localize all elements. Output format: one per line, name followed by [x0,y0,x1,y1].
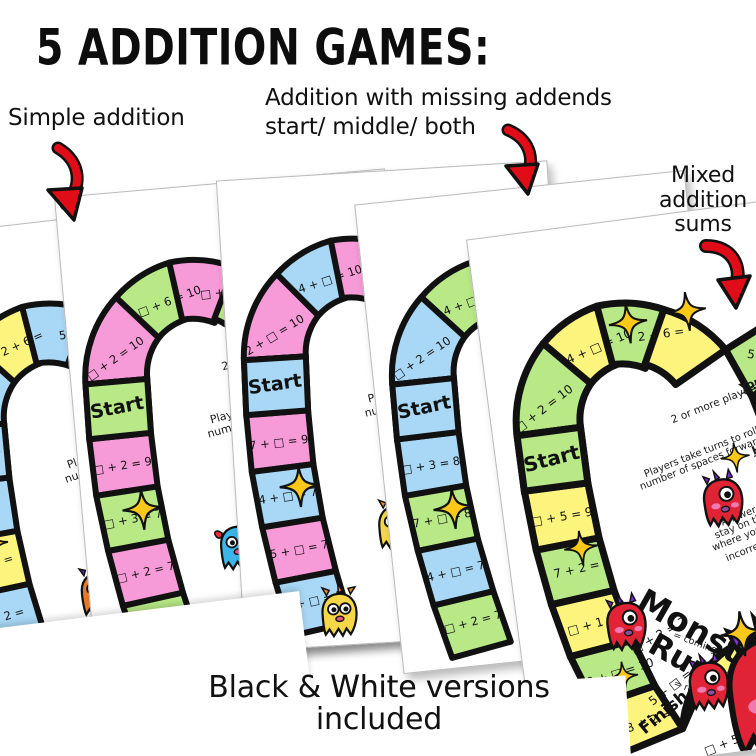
start-space: Start [82,375,155,443]
svg-text:Start: Start [0,436,2,472]
callout-black-white-versions-front: Black & White versions included [183,672,575,736]
board-card-content: □ + 2 = 10 4 + □ = 10 2 + 6 = 5 + □ = 2 … [467,194,756,756]
page-title: 5 ADDITION GAMES: [36,18,491,77]
sparkle-icon [122,489,163,530]
callout-simple-addition: Simple addition [8,105,185,131]
monster-character [699,466,747,529]
start-space: Start [0,420,13,489]
callout-bw-line1-front: Black & White versions [208,670,550,705]
callout-missing-addends-line1: Addition with missing addends [265,85,612,111]
game-board-graphic: □ + 2 = 10 4 + □ = 10 2 + 6 = 5 + □ = 2 … [512,288,756,756]
monster-character [319,581,359,638]
svg-text:2 + 6 =: 2 + 6 = [637,324,685,344]
sparkle-icon [433,488,474,530]
start-space: Start [513,423,592,496]
sparkle-icon [279,466,320,508]
board-card-mixed-addition-sums[interactable]: □ + 2 = 10 4 + □ = 10 2 + 6 = 5 + □ = 2 … [466,192,756,756]
board-track-upper [512,299,756,609]
arrow-mixed-sums [699,239,752,310]
callout-missing-addends: Addition with missing addends start/ mid… [265,84,612,142]
svg-text:5 + □ =: 5 + □ = [746,347,756,369]
start-space: Start [389,374,462,443]
callout-bw-line2-front: included [315,701,443,737]
start-space: Start [240,353,312,419]
callout-mixed-addition-sums: Mixed addition sums [658,163,748,238]
callout-missing-addends-line2: start/ middle/ both [265,113,476,140]
arrow-missing-addends [501,123,540,196]
arrow-simple-addition [46,141,84,222]
svg-text:7 + □ = 9: 7 + □ = 9 [248,432,309,453]
